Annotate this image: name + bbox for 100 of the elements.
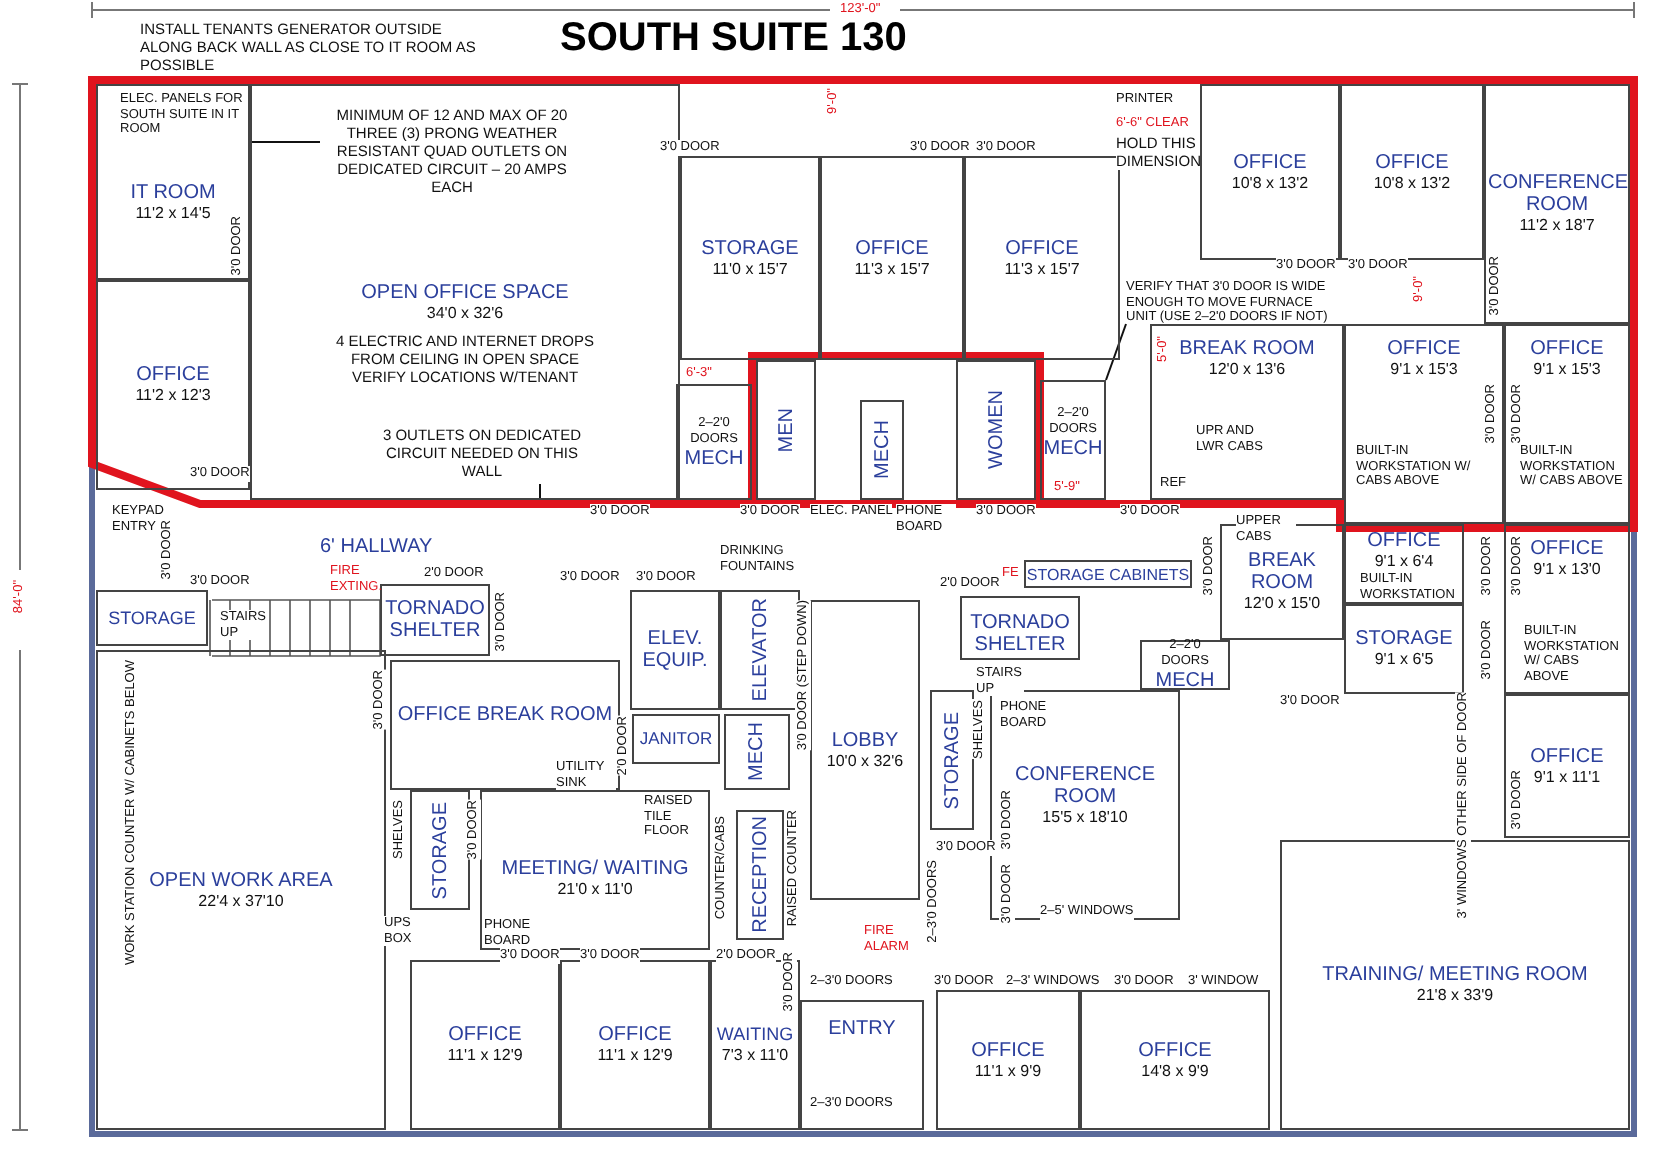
room-name: OFFICE [1138,1039,1212,1061]
room-outline [96,650,386,1130]
room-dimensions: 9'1 x 15'3 [1390,360,1458,380]
room-outline [1504,694,1630,838]
room-name: TORNADO SHELTER [384,598,486,642]
room-name: OFFICE [855,237,929,259]
room-dimensions: 11'1 x 12'9 [447,1046,523,1066]
room-dimensions: 9'1 x 6'5 [1374,650,1434,670]
room-name: JANITOR [639,728,713,750]
room-outline [860,400,904,500]
room-dimensions: 21'0 x 11'0 [557,879,633,899]
room-outline [680,156,820,360]
room-dimensions: 22'4 x 37'10 [198,891,284,911]
room-name: MECH [1155,670,1215,692]
room-name: OFFICE [1530,338,1604,360]
room-outline [1484,84,1630,324]
room-outline [736,810,784,940]
room-name: WAITING [716,1024,794,1046]
area-label: 6' HALLWAY [320,536,433,558]
room-name: ENTRY [828,1018,896,1040]
room-dimensions: 11'2 x 12'3 [135,386,211,406]
room-outline [820,156,964,360]
room-name: MECH [1043,437,1103,459]
room-outline [632,714,720,764]
room-outline [96,590,208,646]
room-outline [1344,324,1504,524]
room-outline [1150,324,1344,500]
room-outline [1280,840,1630,1130]
room-dimensions: 11'2 x 14'5 [135,203,211,223]
room-dimensions: 11'1 x 9'9 [974,1061,1042,1081]
room-outline [1340,84,1484,260]
room-dimensions: 15'5 x 18'10 [1042,807,1128,827]
room-name: TORNADO SHELTER [968,612,1072,656]
room-outline [960,596,1080,660]
room-name: BREAK ROOM [1179,338,1315,360]
room-dimensions: 11'3 x 15'7 [854,259,930,279]
room-dimensions: 9'1 x 11'1 [1533,767,1601,787]
room-name: OFFICE [1005,237,1079,259]
room-name: MECH [871,420,893,480]
room-outline [96,280,250,490]
room-name: OFFICE [971,1039,1045,1061]
title: SOUTH SUITE 130 [560,16,907,62]
room-name: OFFICE [1530,538,1604,560]
room-dimensions: 7'3 x 11'0 [721,1046,789,1066]
room-dimensions: 11'0 x 15'7 [712,259,788,279]
room-name: STORAGE [1355,628,1453,650]
room-outline [1200,84,1340,260]
room-name: OFFICE [1233,151,1307,173]
room-dimensions: 11'1 x 12'9 [597,1046,673,1066]
room-name: ELEV. EQUIP. [640,628,710,672]
leader-line [539,483,541,501]
room-name: ELEVATOR [749,598,771,702]
room-name: STORAGE [701,237,799,259]
room-name: STORAGE [941,711,963,809]
room-outline [1504,324,1630,524]
room-dimensions: 14'8 x 9'9 [1141,1061,1209,1081]
room-name: OFFICE [1387,338,1461,360]
room-name: MECH [746,722,768,782]
room-name: MECH [684,447,744,469]
room-name: OFFICE [1375,151,1449,173]
room-name: RECEPTION [749,816,771,934]
room-dimensions: 10'8 x 13'2 [1373,173,1451,193]
room-outline [1344,524,1464,604]
room-outline [1140,640,1230,690]
room-dimensions: 10'8 x 13'2 [1231,173,1309,193]
room-outline [1040,380,1106,500]
leader-line [1105,323,1127,381]
room-name: OFFICE [136,364,210,386]
room-outline [630,590,720,710]
room-dimensions: 9'1 x 13'0 [1533,560,1601,580]
room-outline [724,714,790,790]
room-name: TRAINING/ MEETING ROOM [1322,964,1588,986]
room-outline [810,600,920,900]
room-outline [1344,604,1464,694]
room-name: MEETING/ WAITING [501,857,689,879]
room-dimensions: 10'0 x 32'6 [826,751,904,771]
room-name: STORAGE CABINETS [1026,563,1190,585]
room-name: BREAK ROOM [1246,550,1318,594]
room-dimensions: 11'2 x 18'7 [1519,216,1595,236]
room-name: OFFICE [448,1024,522,1046]
room-outline [1080,990,1270,1130]
room-name: CONFERENCE ROOM [1488,172,1626,216]
room-outline [676,384,752,500]
room-name: OFFICE BREAK ROOM [397,704,613,726]
room-outline [956,360,1036,500]
room-outline [96,84,250,280]
leader-line [249,141,321,143]
room-dimensions: 9'1 x 15'3 [1533,360,1601,380]
room-dimensions: 9'1 x 6'4 [1374,552,1434,572]
room-name: OPEN WORK AREA [149,869,333,891]
room-name: IT ROOM [130,181,216,203]
room-dimensions: 21'8 x 33'9 [1416,986,1494,1006]
room-outline [800,1000,924,1130]
room-dimensions: 12'0 x 13'6 [1208,360,1286,380]
room-dimensions: 34'0 x 32'6 [426,304,504,324]
room-name: OPEN OFFICE SPACE [361,282,569,304]
room-outline [964,156,1120,360]
room-outline [380,584,490,656]
room-outline [250,84,680,500]
room-outline [1504,524,1630,694]
